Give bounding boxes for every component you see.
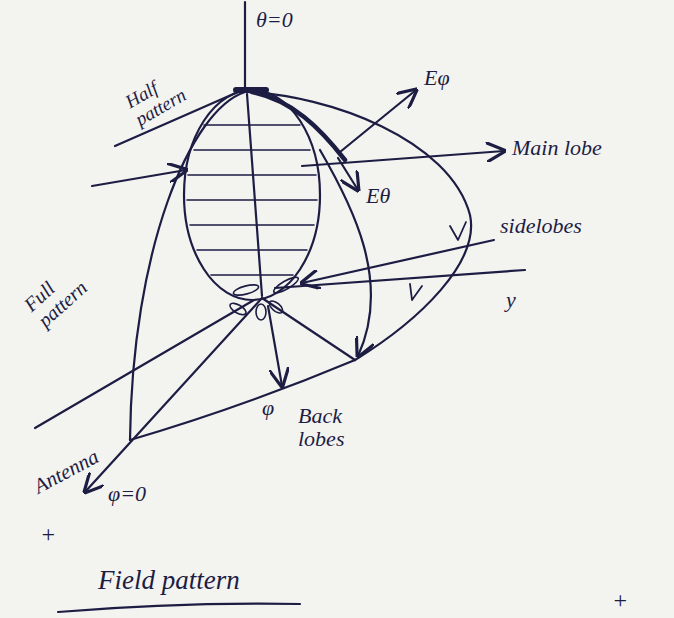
e-phi-arrow — [340, 90, 416, 152]
axis-label: θ=0 — [256, 8, 293, 31]
full-pattern-outline — [130, 92, 245, 440]
lobe-label: Back lobes — [298, 404, 378, 450]
main-lobe — [184, 90, 320, 300]
phi-zero-axis — [85, 298, 262, 492]
axis-label: φ=0 — [108, 482, 146, 505]
lobe-hatching — [187, 125, 317, 275]
field-component: Eθ — [366, 184, 390, 207]
pattern-note: Full pattern — [20, 253, 100, 331]
main-lobe-leader — [302, 151, 504, 166]
direction-tick — [410, 284, 422, 300]
y-axis — [275, 270, 525, 288]
side-lobe — [232, 283, 259, 297]
sidelobe-leader — [302, 240, 494, 283]
side-lobe — [256, 304, 266, 320]
caption: Field pattern — [98, 566, 240, 594]
pattern-note: Half pattern — [122, 56, 209, 130]
back-lobe-arrow — [268, 306, 282, 386]
side-lobes — [228, 275, 300, 320]
direction-tick — [450, 222, 466, 240]
z-axis — [244, 2, 246, 88]
antenna-leader — [35, 300, 254, 428]
axis-label: y — [506, 288, 516, 311]
caption-underline — [58, 604, 300, 612]
field-component: Eφ — [424, 66, 450, 89]
side-lobe — [272, 275, 300, 296]
mark: + — [40, 522, 56, 547]
meridian-line — [320, 150, 371, 356]
lobe-label: Main lobe — [512, 136, 602, 159]
lobe-label: sidelobes — [500, 214, 582, 237]
mark: + — [612, 588, 628, 613]
full-pattern-outline — [245, 92, 471, 360]
antenna-label: Antenna — [30, 445, 102, 497]
full-pattern-leader — [92, 170, 186, 186]
angle-label: φ — [262, 396, 274, 419]
field-arc — [252, 92, 345, 160]
